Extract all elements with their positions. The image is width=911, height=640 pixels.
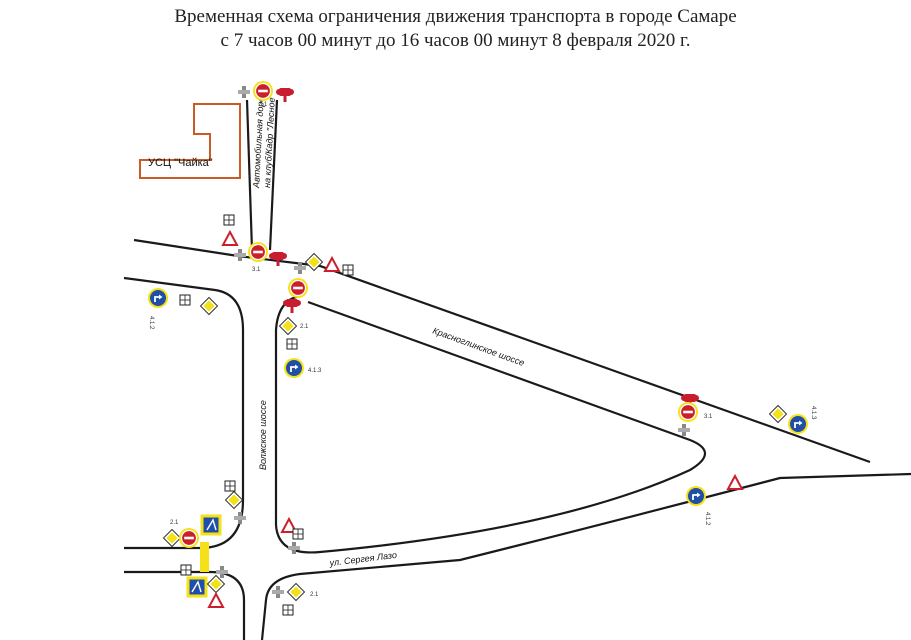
- sign-code: 2.1: [310, 592, 319, 598]
- sign-code: 2.1: [300, 324, 309, 330]
- sign-code: 4.1.2: [148, 316, 154, 330]
- no-entry-sign-icon: [287, 277, 309, 299]
- main-road-sign-icon: [225, 491, 243, 509]
- road-barrier-icon: [283, 299, 301, 313]
- crosswalk-marking: [200, 542, 209, 572]
- main-road-sign-icon: [305, 253, 323, 271]
- sign-post-icon: [234, 512, 246, 524]
- sign-code: 3.1: [704, 414, 713, 420]
- sign-code: 3.1: [252, 267, 261, 273]
- pedestrian-crossing-sign-icon: [200, 514, 222, 536]
- info-plate-icon: [286, 338, 298, 350]
- road-name-line2: на клуб/Кадр "Лесное": [262, 93, 277, 188]
- roads: [123, 99, 911, 640]
- direction-sign-icon: [283, 357, 305, 379]
- no-entry-sign-icon: [677, 401, 699, 423]
- info-plate-icon: [224, 480, 236, 492]
- no-entry-sign-icon: [247, 241, 269, 263]
- sign-post-icon: [238, 86, 250, 98]
- info-plate-icon: [179, 294, 191, 306]
- pedestrian-crossing-sign-icon: [186, 576, 208, 598]
- building-outline: [139, 103, 241, 179]
- direction-sign-icon: [685, 485, 707, 507]
- map-title-line2: с 7 часов 00 минут до 16 часов 00 минут …: [220, 30, 691, 51]
- sign-post-icon: [216, 566, 228, 578]
- main-road-sign-icon: [287, 583, 305, 601]
- main-road-sign-icon: [163, 529, 181, 547]
- road-barrier-icon: [276, 88, 294, 102]
- map-title-line1: Временная схема ограничения движения тра…: [174, 6, 737, 27]
- warning-triangle-icon: [208, 593, 224, 608]
- no-entry-sign-icon: [178, 527, 200, 549]
- info-plate-icon: [223, 214, 235, 226]
- main-road-sign-icon: [200, 297, 218, 315]
- sign-code: 3.1: [259, 102, 268, 108]
- info-plate-icon: [180, 564, 192, 576]
- sign-post-icon: [272, 586, 284, 598]
- road-name-krasnoglinskoe: Красноглинское шоссе: [431, 325, 525, 368]
- sign-code: 4.1.2: [704, 512, 710, 526]
- warning-triangle-icon: [222, 231, 238, 246]
- direction-sign-icon: [147, 287, 169, 309]
- sign-post-icon: [234, 249, 246, 261]
- sign-post-icon: [678, 424, 690, 436]
- sign-code: 4.1.3: [810, 406, 816, 420]
- info-plate-icon: [282, 604, 294, 616]
- warning-triangle-icon: [727, 475, 743, 490]
- road-name-volzhskoe: Волжское шоссе: [258, 400, 268, 470]
- info-plate-icon: [342, 264, 354, 276]
- main-road-sign-icon: [769, 405, 787, 423]
- no-entry-sign-icon: [252, 80, 274, 102]
- info-plate-icon: [292, 528, 304, 540]
- sign-code: 2.1: [170, 520, 179, 526]
- warning-triangle-icon: [324, 257, 340, 272]
- road-barrier-icon: [269, 252, 287, 266]
- main-road-sign-icon: [207, 575, 225, 593]
- main-road-sign-icon: [279, 317, 297, 335]
- direction-sign-icon: [787, 413, 809, 435]
- building-label: УСЦ "Чайка": [148, 157, 213, 169]
- sign-code: 4.1.3: [308, 368, 322, 374]
